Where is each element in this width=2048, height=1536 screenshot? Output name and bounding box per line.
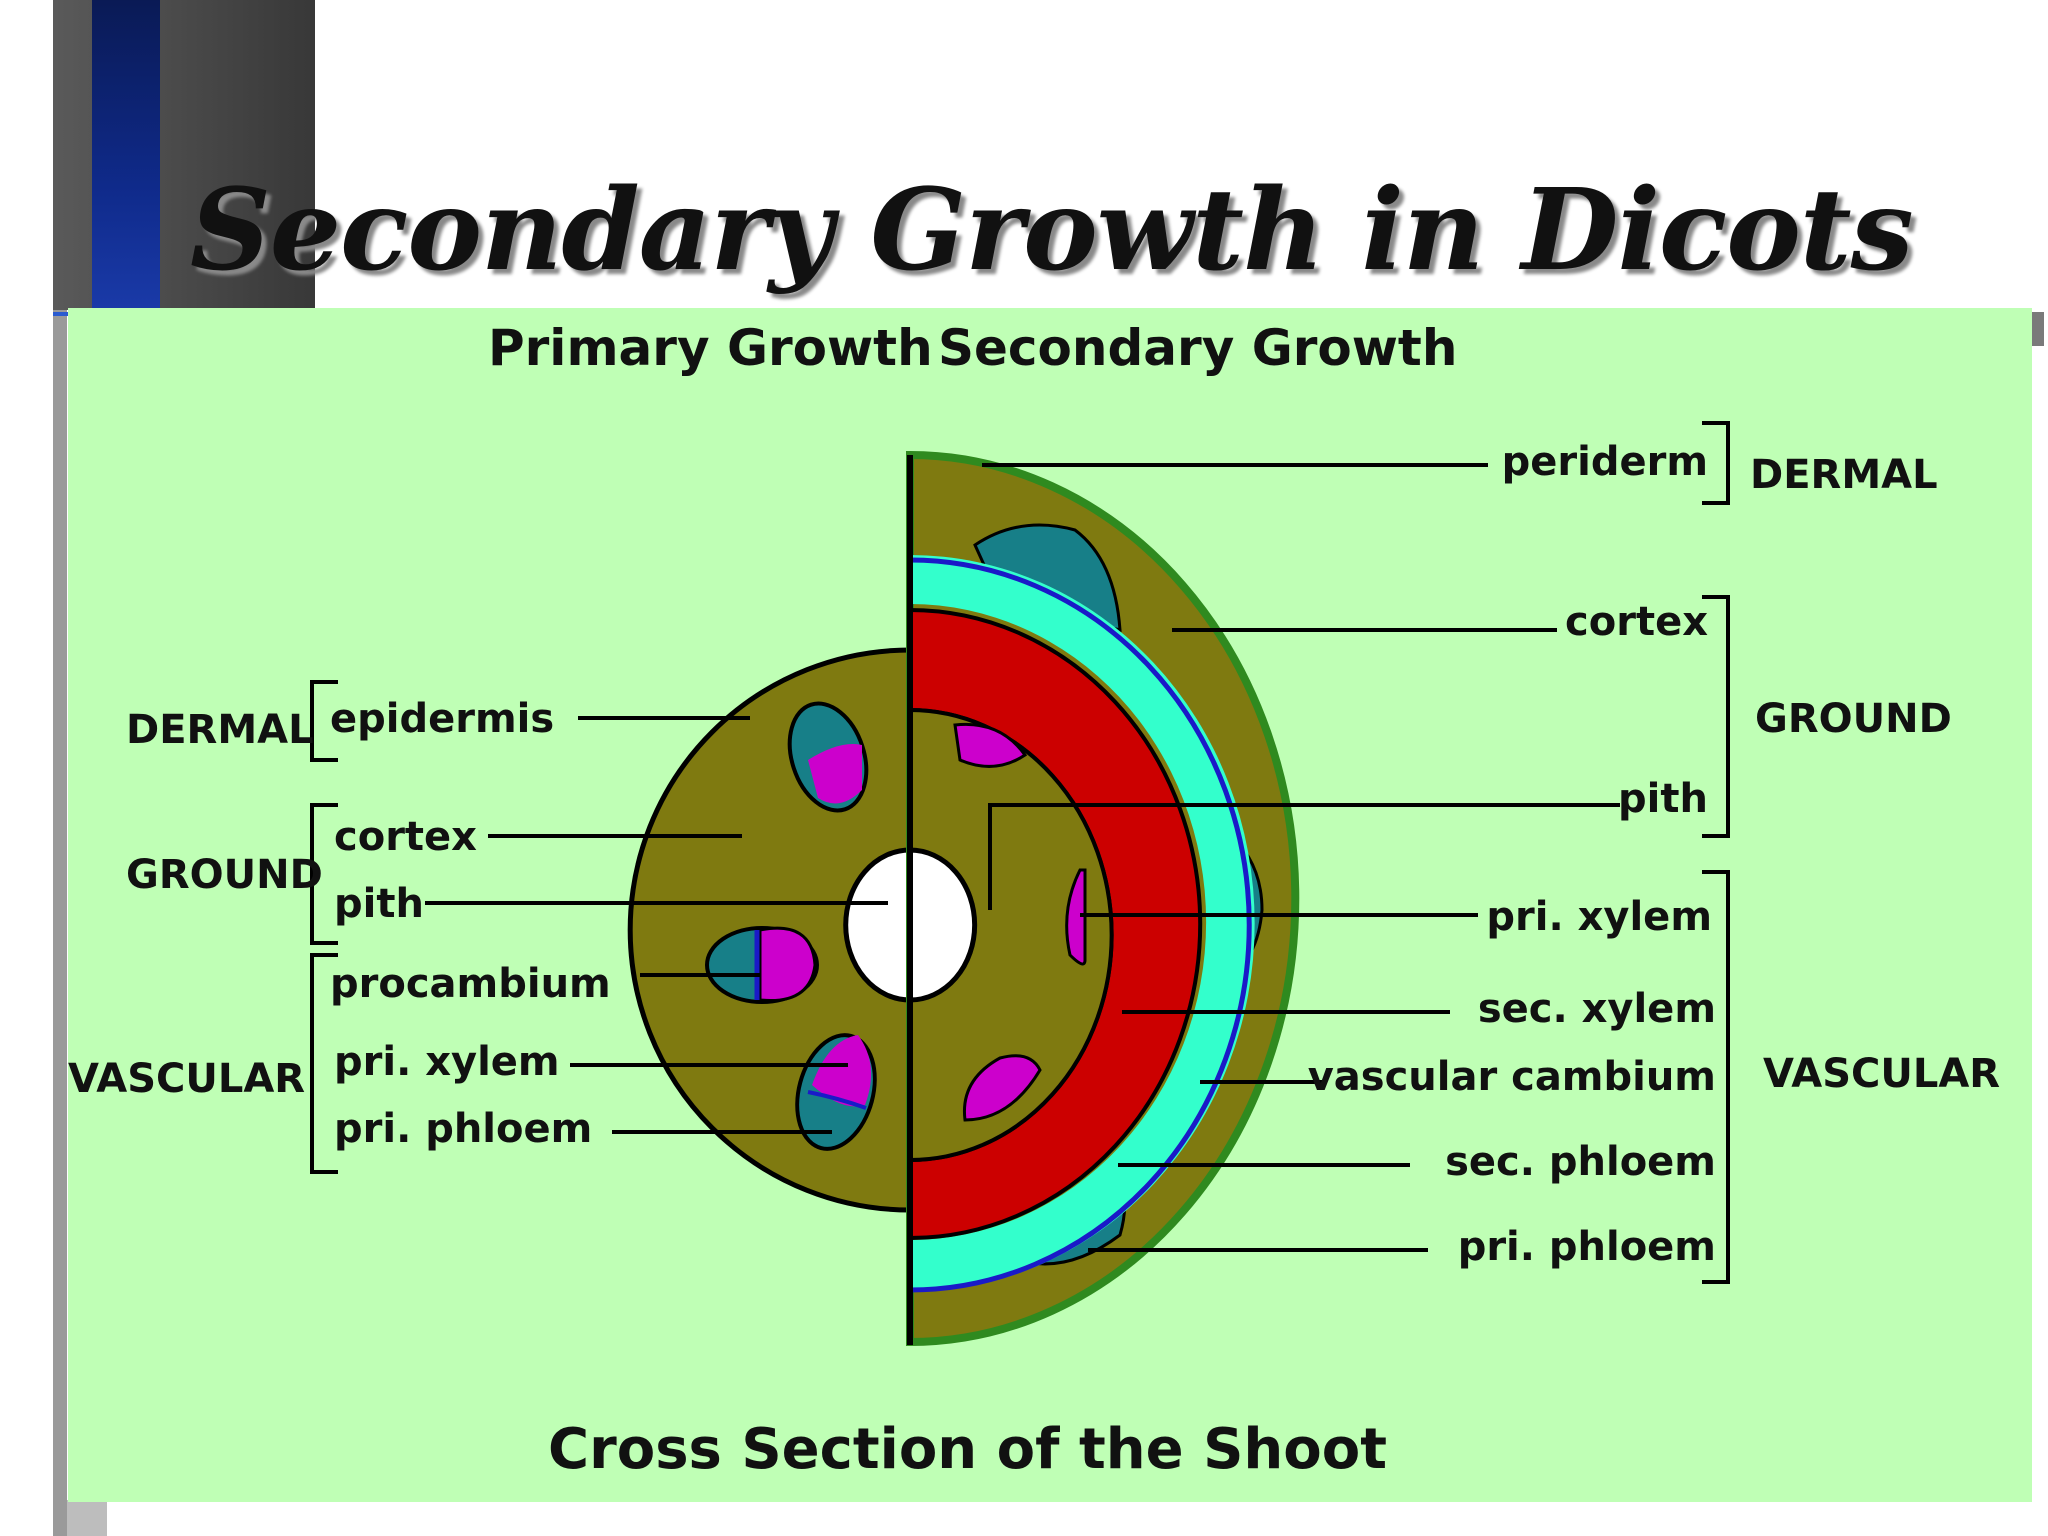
left-label-pith: pith xyxy=(334,881,424,927)
pri-phloem-cap-top xyxy=(973,523,1122,632)
right-label-pri-phloem: pri. phloem xyxy=(1458,1224,1716,1270)
left-group-vascular: VASCULAR xyxy=(68,1056,305,1102)
left-label-cortex: cortex xyxy=(334,814,477,860)
left-group-ground: GROUND xyxy=(126,852,323,898)
pri-xylem-remnant-1 xyxy=(953,722,1028,768)
slide-title: Secondary Growth in Dicots xyxy=(190,165,1914,296)
decorative-left-rule xyxy=(53,310,67,1536)
pri-xylem-remnant-2 xyxy=(1065,868,1087,966)
right-group-vascular: VASCULAR xyxy=(1763,1051,2000,1097)
decorative-left-rule-foot xyxy=(67,1500,107,1536)
right-label-periderm: periderm xyxy=(1502,439,1708,485)
primary-bundle-1 xyxy=(787,701,869,813)
right-group-dermal: DERMAL xyxy=(1750,452,1938,498)
pri-xylem-remnant-3 xyxy=(962,1054,1042,1122)
primary-bundle-2 xyxy=(705,926,819,1004)
right-label-vascular-cambium: vascular cambium xyxy=(1308,1054,1716,1100)
decorative-right-tab xyxy=(2030,312,2044,346)
right-group-ground: GROUND xyxy=(1755,696,1952,742)
left-label-epidermis: epidermis xyxy=(330,696,554,742)
right-label-pri-xylem: pri. xylem xyxy=(1486,894,1712,940)
decorative-blue-bar xyxy=(92,0,160,310)
left-label-procambium: procambium xyxy=(330,961,611,1007)
right-label-cortex: cortex xyxy=(1565,599,1708,645)
right-label-sec-phloem: sec. phloem xyxy=(1445,1139,1716,1185)
secondary-phloem-band xyxy=(910,555,1255,1292)
vascular-cambium-line xyxy=(909,557,1252,1293)
right-label-pith: pith xyxy=(1618,776,1708,822)
right-label-sec-xylem: sec. xylem xyxy=(1478,986,1716,1032)
left-label-pri-xylem: pri. xylem xyxy=(334,1039,560,1085)
left-group-dermal: DERMAL xyxy=(126,707,314,753)
left-label-pri-phloem: pri. phloem xyxy=(334,1106,592,1152)
header-primary-growth: Primary Growth xyxy=(488,319,933,377)
header-secondary-growth: Secondary Growth xyxy=(938,319,1457,377)
diagram-caption: Cross Section of the Shoot xyxy=(548,1417,1387,1482)
